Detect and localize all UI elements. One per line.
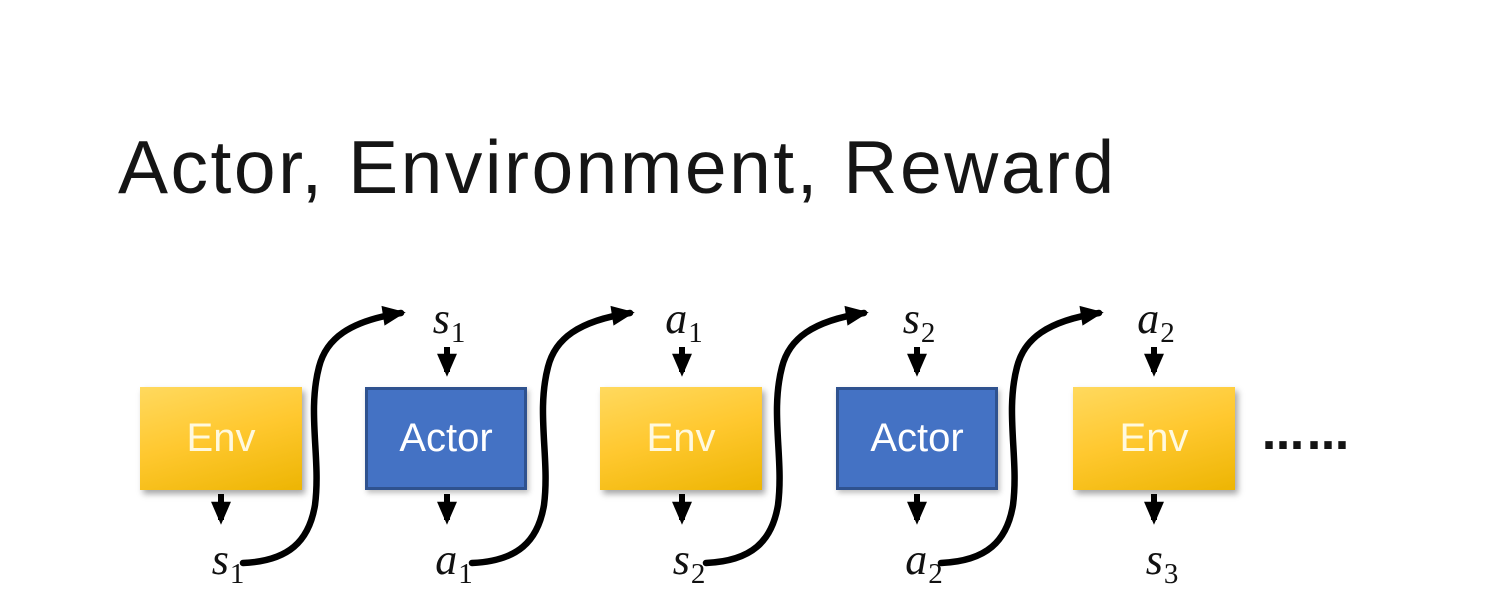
label-s1-top-base: s (432, 294, 450, 343)
env-box-2: Env (600, 387, 762, 490)
label-a2-top-sub: 2 (1160, 317, 1175, 349)
env-box-3: Env (1073, 387, 1235, 490)
label-s1-top-sub: 1 (450, 317, 466, 349)
label-a2-bottom: a2 (905, 538, 943, 589)
label-a1-bottom: a1 (435, 538, 473, 589)
curve-s1-to-actor1 (239, 305, 406, 567)
label-s1-bottom: s1 (212, 538, 245, 589)
label-s2-bottom-base: s (672, 535, 690, 584)
label-s3-bottom-sub: 3 (1163, 558, 1179, 590)
label-s2-top-sub: 2 (920, 317, 936, 349)
label-s2-bottom: s2 (673, 538, 706, 589)
env-box-1: Env (140, 387, 302, 490)
label-a2-top: a2 (1137, 297, 1175, 348)
actor-box-1: Actor (365, 387, 527, 490)
curve-a1-to-env2 (468, 305, 635, 567)
label-a1-top-sub: 1 (688, 317, 703, 349)
curve-a2-to-env3 (937, 305, 1104, 567)
env-box-2-label: Env (646, 416, 716, 460)
label-s2-bottom-sub: 2 (690, 558, 706, 590)
input-arrows (437, 347, 1164, 377)
label-s2-top-base: s (902, 294, 920, 343)
label-a1-bottom-sub: 1 (458, 558, 473, 590)
label-a1-bottom-base: a (435, 535, 458, 584)
flow-curves (239, 305, 1104, 567)
actor-box-2-label: Actor (870, 416, 964, 460)
label-s1-top: s1 (433, 297, 466, 348)
label-s3-bottom: s3 (1146, 538, 1179, 589)
env-box-3-label: Env (1119, 416, 1189, 460)
output-arrows (211, 494, 1164, 525)
label-s1-bottom-base: s (211, 535, 229, 584)
label-a1-top: a1 (665, 297, 703, 348)
env-box-1-label: Env (186, 416, 256, 460)
actor-box-1-label: Actor (399, 416, 493, 460)
label-s3-bottom-base: s (1145, 535, 1163, 584)
label-a2-top-base: a (1137, 294, 1160, 343)
label-s2-top: s2 (903, 297, 936, 348)
label-a2-bottom-sub: 2 (928, 558, 943, 590)
label-a1-top-base: a (665, 294, 688, 343)
slide-title: Actor, Environment, Reward (118, 125, 1117, 209)
actor-box-2: Actor (836, 387, 998, 490)
label-a2-bottom-base: a (905, 535, 928, 584)
continuation-ellipsis: …… (1262, 410, 1352, 459)
curve-s2-to-actor2 (702, 305, 869, 567)
label-s1-bottom-sub: 1 (229, 558, 245, 590)
